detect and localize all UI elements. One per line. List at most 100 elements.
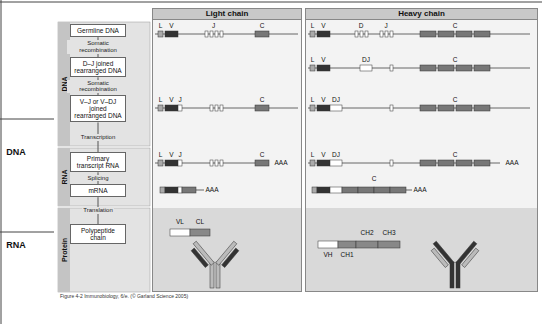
- j-segment: [390, 105, 393, 111]
- j-segment: [220, 160, 223, 166]
- step-box: D–J joined rearranged DNA: [70, 57, 126, 77]
- d-segment: [355, 31, 358, 37]
- antibody-light: [189, 241, 242, 288]
- step-action: Translation: [82, 207, 113, 214]
- step-label: Polypeptide chain: [73, 227, 123, 241]
- v-segment: [317, 31, 330, 37]
- heavy-mrna: [312, 187, 412, 193]
- step-box: Germline DNA: [70, 24, 126, 37]
- constant-domain: [190, 229, 210, 236]
- l-segment: [158, 105, 163, 111]
- step-action: Splicing: [86, 175, 109, 182]
- step-box: V–J or V–DJ joined rearranged DNA: [70, 95, 126, 122]
- segment-label: C: [372, 176, 377, 183]
- c-segment: [420, 160, 436, 166]
- segment-label: L: [311, 23, 315, 30]
- segment-label: V: [169, 152, 173, 159]
- c-segment: [182, 187, 196, 193]
- panel-heading: Heavy chain: [306, 9, 537, 20]
- l-segment: [158, 160, 163, 166]
- j-segment: [220, 105, 223, 111]
- l-segment: [310, 31, 315, 37]
- step-label: Germline DNA: [73, 27, 123, 34]
- segment-label: V: [169, 97, 173, 104]
- antibody-arm: [456, 241, 482, 269]
- heavy-transcript: [308, 160, 500, 166]
- d-segment: [365, 31, 368, 37]
- c-segment: [255, 105, 269, 111]
- segment-label: J: [178, 152, 181, 159]
- light-chain-part: [222, 248, 239, 267]
- l-segment: [160, 187, 165, 193]
- l-segment: [312, 187, 317, 193]
- segment-label: C: [260, 152, 265, 159]
- j-segment: [390, 65, 393, 71]
- frame-line: [0, 232, 54, 233]
- segment-label: AAA: [205, 187, 218, 194]
- c-segment: [438, 105, 454, 111]
- segment-label: AAA: [274, 160, 287, 167]
- row-label: DNA: [6, 148, 26, 157]
- segment-label: CH1: [340, 252, 353, 259]
- segment-label: L: [311, 152, 315, 159]
- step-label: Primary transcript RNA: [73, 155, 123, 169]
- antibody-arm: [216, 241, 242, 269]
- segment-label: C: [453, 23, 458, 30]
- light-chain-part: [462, 248, 479, 267]
- v-segment: [165, 187, 178, 193]
- dj-segment: [360, 65, 372, 71]
- constant-domain: [378, 241, 400, 248]
- segment-label: J: [178, 97, 181, 104]
- segment-label: CH3: [382, 230, 395, 237]
- c-segment: [474, 160, 490, 166]
- segment-label: C: [453, 152, 458, 159]
- segment-label: CL: [196, 219, 204, 226]
- c-segment: [420, 105, 436, 111]
- segment-label: L: [159, 97, 163, 104]
- segment-label: C: [453, 97, 458, 104]
- segment-label: AAA: [413, 187, 426, 194]
- band-fill: [58, 148, 150, 206]
- c-segment: [456, 160, 472, 166]
- j-segment: [385, 31, 388, 37]
- constant-domain: [356, 241, 378, 248]
- segment-label: L: [159, 152, 163, 159]
- v-segment: [317, 187, 330, 193]
- segment-label: AAA: [505, 160, 518, 167]
- antibody-arm: [429, 241, 455, 269]
- c-segment: [358, 187, 374, 193]
- j-segment: [210, 160, 213, 166]
- j-segment: [210, 31, 213, 37]
- intron-line: [308, 68, 530, 69]
- l-segment: [310, 65, 315, 71]
- light-transcript: [155, 160, 269, 166]
- c-segment: [474, 105, 490, 111]
- antibody-heavy: [429, 241, 482, 288]
- segment-label: L: [159, 23, 163, 30]
- segment-label: CH2: [360, 230, 373, 237]
- v-segment: [317, 160, 330, 166]
- step-label: D–J joined rearranged DNA: [73, 60, 123, 74]
- segment-label: DJ: [332, 97, 340, 104]
- panel-heading: Light chain: [153, 9, 301, 20]
- v-segment: [317, 65, 330, 71]
- v-segment: [317, 105, 330, 111]
- light-rearranged: [155, 105, 298, 111]
- step-action: Transcription: [80, 134, 116, 141]
- light-chain-part: [191, 248, 208, 267]
- band-fill: [58, 22, 150, 146]
- segment-label: J: [384, 23, 387, 30]
- c-segment: [474, 65, 490, 71]
- c-segment: [456, 31, 472, 37]
- c-segment: [420, 65, 436, 71]
- constant-domain: [338, 241, 356, 248]
- step-label: V–J or V–DJ joined rearranged DNA: [73, 98, 123, 119]
- row-label: RNA: [6, 241, 26, 250]
- c-segment: [342, 187, 358, 193]
- heavy-polypeptide: [318, 241, 400, 248]
- step-box: Polypeptide chain: [70, 224, 126, 244]
- variable-domain: [318, 241, 338, 248]
- segment-label: V: [169, 23, 173, 30]
- j-segment: [390, 160, 393, 166]
